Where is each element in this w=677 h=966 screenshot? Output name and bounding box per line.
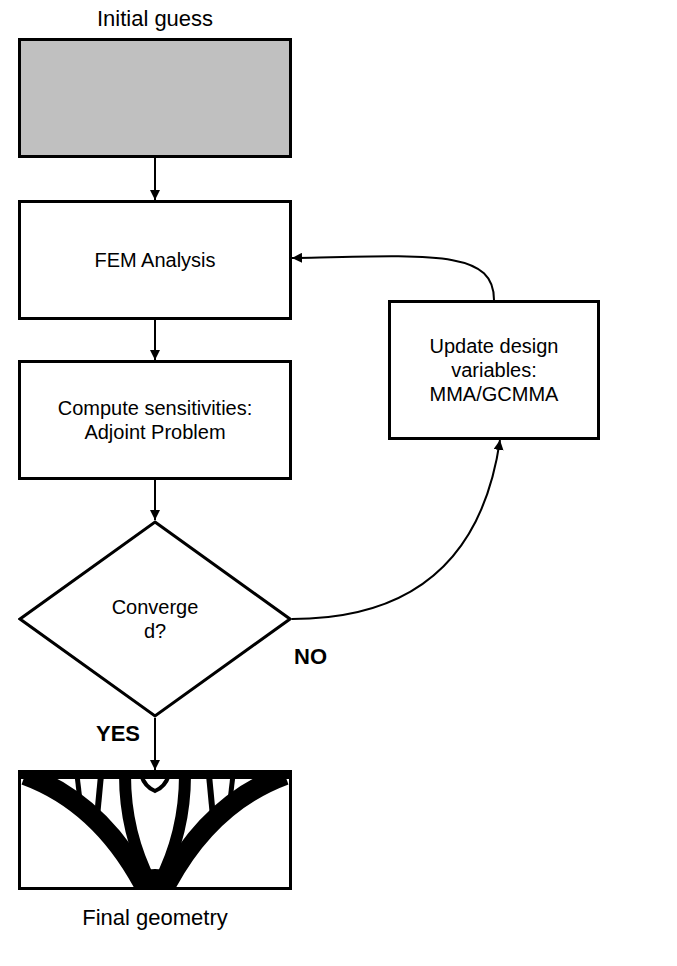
node-text: Compute sensitivities: Adjoint Problem (55, 396, 255, 444)
flow-arrow (154, 718, 156, 770)
node-heading: Initial guess (1, 6, 309, 32)
flow-arrow (154, 158, 156, 200)
flow-arrow (154, 320, 156, 360)
process-box: FEM Analysis (18, 200, 292, 320)
flow-arrow (154, 480, 156, 520)
node-text: Converge d? (107, 595, 203, 643)
edge-label: NO (292, 644, 329, 670)
edge-label: YES (94, 721, 142, 747)
topology-illustration (21, 773, 289, 887)
process-box: Compute sensitivities: Adjoint Problem (18, 360, 292, 480)
final-geometry-box: Final geometry (18, 770, 292, 890)
decision-diamond: Converge d? (18, 520, 292, 718)
flow-arrow (292, 440, 500, 619)
node-text: FEM Analysis (94, 248, 215, 272)
node-heading: Final geometry (1, 905, 309, 931)
process-box: Update design variables: MMA/GCMMA (388, 300, 600, 440)
flow-arrow (292, 256, 494, 300)
node-text: Update design variables: MMA/GCMMA (404, 334, 584, 406)
diamond-outline (18, 520, 292, 718)
diamond-shape (20, 522, 290, 716)
initial-guess-box: Initial guess (18, 38, 292, 158)
